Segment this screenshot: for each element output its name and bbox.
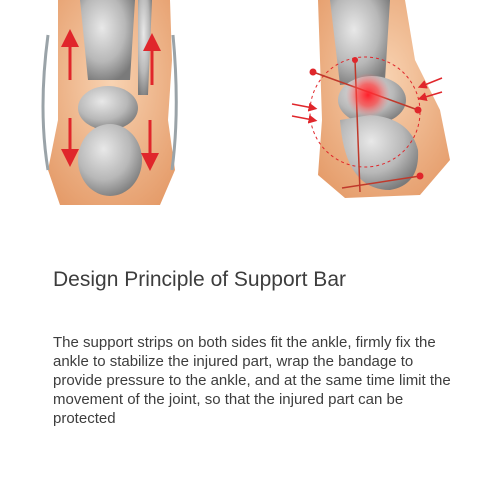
right-ankle-illustration (291, 0, 450, 198)
support-line-bottom (341, 175, 421, 189)
support-point (309, 68, 317, 76)
tibia-bone (80, 0, 135, 80)
pressure-arrow (417, 77, 443, 89)
left-ankle-illustration (41, 0, 178, 205)
pain-point-glow (346, 73, 390, 117)
left-support-strip (41, 34, 50, 171)
description-text: The support strips on both sides fit the… (53, 334, 451, 427)
calcaneus-bone (78, 124, 142, 196)
right-tibia-bone (330, 0, 390, 85)
pressure-arrow (291, 102, 318, 112)
pressure-arrow (417, 91, 443, 102)
pressure-arrow (291, 114, 318, 124)
talus-bone (78, 86, 138, 130)
support-point (352, 57, 358, 63)
ankle-support-illustration (41, 0, 450, 205)
right-support-strip (170, 34, 178, 171)
support-point (414, 106, 422, 114)
support-point (416, 172, 424, 180)
page-heading: Design Principle of Support Bar (53, 268, 346, 291)
